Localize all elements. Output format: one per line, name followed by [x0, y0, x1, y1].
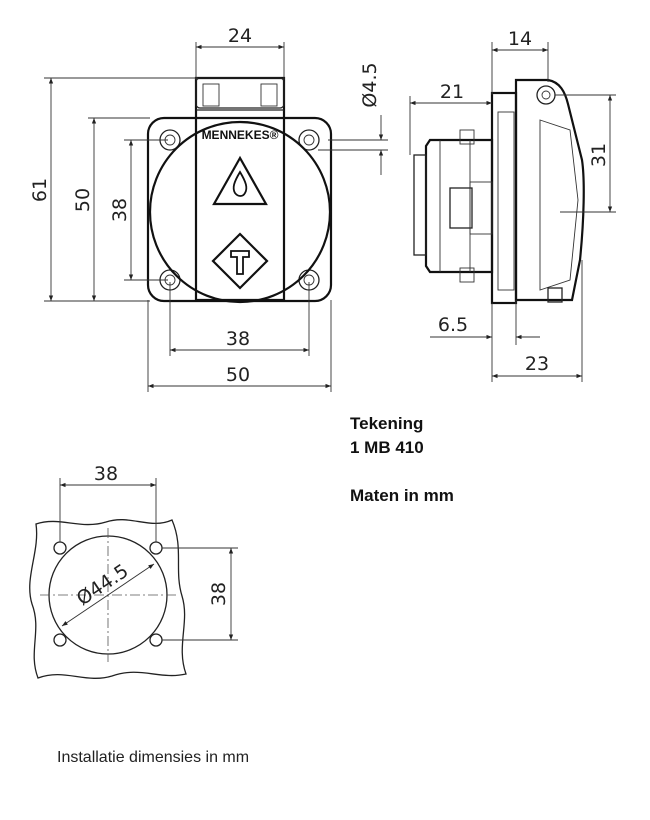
- dim-height-total: 61: [29, 77, 198, 302]
- drawing-label: Tekening: [350, 414, 424, 433]
- dim-label: 31: [588, 143, 610, 167]
- dim-label: 61: [29, 178, 51, 202]
- dim-depth-back: 21: [409, 81, 492, 155]
- units-note: Maten in mm: [350, 486, 454, 505]
- dim-label: 38: [109, 198, 131, 222]
- side-view: Ø4.5 14 21 31 6.5: [318, 28, 616, 382]
- front-lid: [194, 76, 286, 302]
- part-number: 1 MB 410: [350, 438, 424, 457]
- dim-label: 50: [72, 188, 94, 212]
- hinge-pin: [536, 85, 556, 105]
- dim-height-body: 50: [72, 117, 150, 301]
- dim-install-h: 38: [59, 463, 157, 542]
- dim-label: 24: [228, 25, 252, 47]
- dim-depth-top: 14: [491, 28, 549, 95]
- dim-label: 50: [226, 364, 250, 386]
- dim-label: 23: [525, 353, 549, 375]
- dim-label: Ø4.5: [359, 62, 381, 107]
- dim-label: 14: [508, 28, 532, 50]
- hammer-icon: [211, 232, 269, 290]
- dim-label: 6.5: [438, 314, 468, 336]
- dim-install-v: 38: [162, 547, 238, 641]
- drop-warning-icon: [212, 155, 268, 206]
- front-view: MENNEKES® 24 61 50: [29, 25, 333, 392]
- installation-caption: Installatie dimensies in mm: [57, 749, 250, 766]
- dim-width-body: 50: [147, 300, 332, 392]
- front-round-body: [148, 120, 332, 304]
- dim-label: 38: [208, 582, 230, 606]
- dim-flange: 6.5: [430, 300, 540, 345]
- dim-hole-spacing-h: 38: [169, 282, 310, 356]
- dim-label: 38: [94, 463, 118, 485]
- dim-diameter: Ø4.5: [318, 62, 388, 175]
- dim-width-top: 24: [195, 25, 285, 80]
- panel-outline: [29, 519, 187, 679]
- dim-install-diameter: Ø44.5: [61, 560, 155, 627]
- dim-height-right: 31: [555, 94, 616, 213]
- drawing-info: Tekening 1 MB 410 Maten in mm: [350, 412, 454, 508]
- dim-label: 38: [226, 328, 250, 350]
- dim-depth-total: 23: [491, 260, 583, 382]
- dim-label: 21: [440, 81, 464, 103]
- front-mounting-holes: [159, 129, 320, 291]
- brand-logo: MENNEKES®: [202, 128, 279, 142]
- installation-view: 38 38 Ø44.5: [29, 463, 238, 679]
- dim-hole-spacing-v: 38: [109, 139, 168, 281]
